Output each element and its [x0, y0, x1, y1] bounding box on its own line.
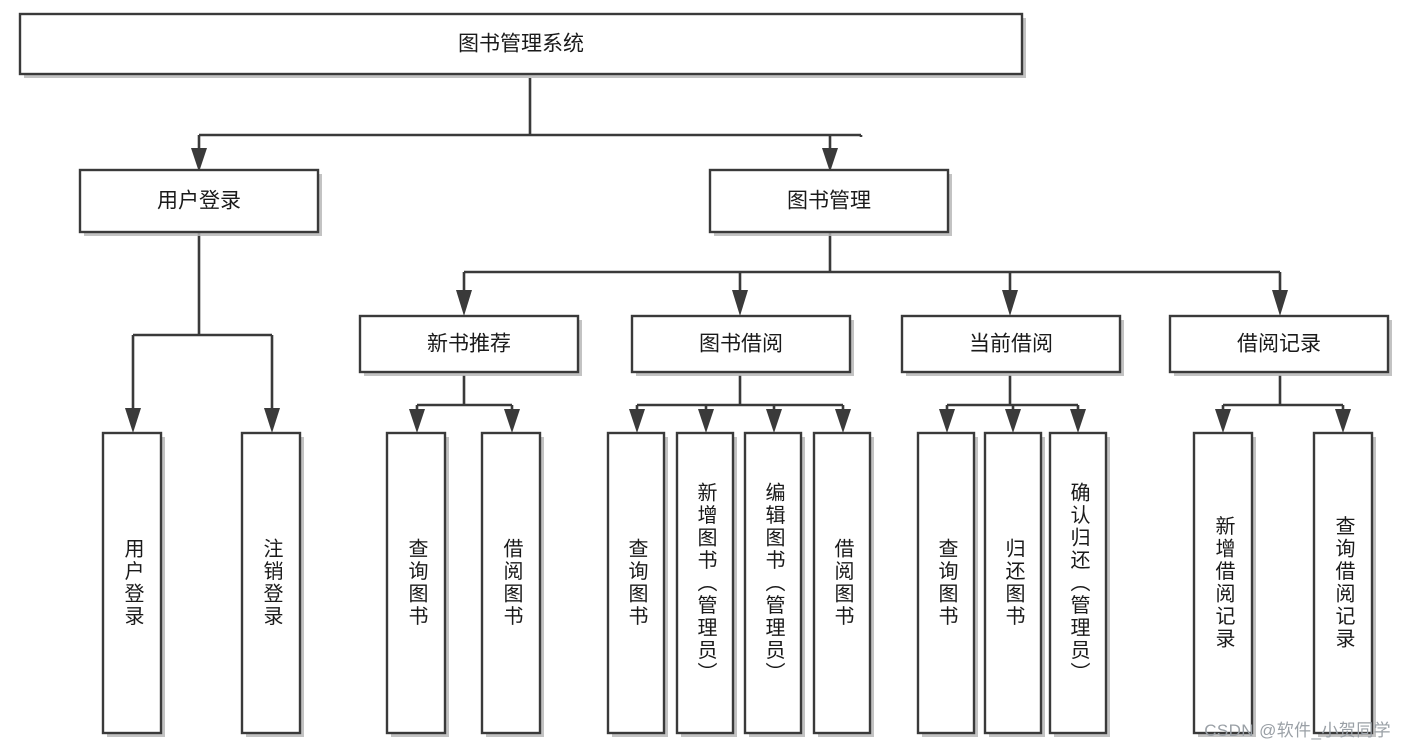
- leaf-edit-book-admin[interactable]: 编辑图书（管理员）: [743, 431, 805, 737]
- arrow-to-leaf-add-record: [1215, 409, 1231, 433]
- arrow-to-new-book-rec: [456, 290, 472, 316]
- node-label-user-login: 用户登录: [157, 190, 241, 213]
- node-box: [240, 431, 302, 735]
- leaf-confirm-return-admin[interactable]: 确认归还（管理员）: [1048, 431, 1110, 737]
- node-box: [78, 168, 320, 234]
- leaf-query-book-current[interactable]: 查询图书: [916, 431, 978, 737]
- arrow-to-leaf-query-book-a: [409, 409, 425, 433]
- leaf-return-book[interactable]: 归还图书: [983, 431, 1045, 737]
- leaf-label-query-book-recommend: 查询图书: [405, 538, 428, 628]
- arrow-to-current-borrow: [1002, 290, 1018, 316]
- leaf-label-borrow-book-borrow: 借阅图书: [831, 538, 854, 628]
- leaf-label-query-book-borrow: 查询图书: [625, 538, 648, 628]
- arrow-to-borrow-record: [1272, 290, 1288, 316]
- node-label-book-borrow: 图书借阅: [699, 333, 783, 356]
- node-borrow-record[interactable]: 借阅记录: [1168, 314, 1392, 376]
- leaf-label-add-book-admin: 新增图书（管理员）: [694, 481, 717, 684]
- node-box: [18, 12, 1024, 76]
- node-root-book-management-system[interactable]: 图书管理系统: [18, 12, 1026, 78]
- arrow-to-leaf-confirm-return: [1070, 409, 1086, 433]
- arrow-to-leaf-query-record: [1335, 409, 1351, 433]
- leaf-label-borrow-book-recommend: 借阅图书: [500, 538, 523, 628]
- node-box: [1192, 431, 1254, 735]
- node-label-root: 图书管理系统: [458, 33, 584, 56]
- arrow-to-user-login: [191, 148, 207, 172]
- leaf-label-add-borrow-record: 新增借阅记录: [1212, 515, 1235, 650]
- node-label-borrow-record: 借阅记录: [1237, 333, 1321, 356]
- leaf-borrow-book-recommend[interactable]: 借阅图书: [480, 431, 544, 737]
- arrow-to-leaf-return-book: [1005, 409, 1021, 433]
- node-box: [101, 431, 163, 735]
- leaf-label-confirm-return-admin: 确认归还（管理员）: [1067, 481, 1090, 684]
- leaf-label-query-borrow-record: 查询借阅记录: [1332, 515, 1355, 650]
- node-box: [630, 314, 852, 374]
- node-box: [708, 168, 950, 234]
- leaf-label-edit-book-admin: 编辑图书（管理员）: [762, 481, 785, 684]
- node-box: [358, 314, 580, 374]
- leaf-label-return-book: 归还图书: [1002, 538, 1025, 628]
- node-box: [1168, 314, 1390, 374]
- leaf-user-login[interactable]: 用户登录: [101, 431, 165, 737]
- leaf-query-book-borrow[interactable]: 查询图书: [606, 431, 668, 737]
- node-book-borrow[interactable]: 图书借阅: [630, 314, 854, 376]
- connector-layer: [125, 78, 1351, 433]
- node-box: [385, 431, 447, 735]
- node-box: [916, 431, 976, 735]
- node-box: [1048, 431, 1108, 735]
- node-box: [743, 431, 803, 735]
- node-label-current-borrow: 当前借阅: [969, 333, 1053, 356]
- leaf-add-borrow-record[interactable]: 新增借阅记录: [1192, 431, 1256, 737]
- node-book-management[interactable]: 图书管理: [708, 168, 952, 236]
- node-user-login[interactable]: 用户登录: [78, 168, 322, 236]
- node-box: [983, 431, 1043, 735]
- leaf-logout[interactable]: 注销登录: [240, 431, 304, 737]
- arrow-to-leaf-borrow-book-a: [504, 409, 520, 433]
- node-label-new-book-recommend: 新书推荐: [427, 333, 511, 356]
- leaf-borrow-book-borrow[interactable]: 借阅图书: [812, 431, 874, 737]
- arrow-to-leaf-borrow-book-b: [835, 409, 851, 433]
- arrow-to-leaf-logout: [264, 408, 280, 433]
- arrow-to-leaf-query-book-b: [629, 409, 645, 433]
- node-label-book-management: 图书管理: [787, 190, 871, 213]
- node-box: [606, 431, 666, 735]
- leaf-add-book-admin[interactable]: 新增图书（管理员）: [675, 431, 737, 737]
- arrow-to-leaf-user-login: [125, 408, 141, 433]
- leaf-query-book-recommend[interactable]: 查询图书: [385, 431, 449, 737]
- node-new-book-recommend[interactable]: 新书推荐: [358, 314, 582, 376]
- node-box: [900, 314, 1122, 374]
- leaf-label-logout: 注销登录: [260, 538, 283, 628]
- leaf-label-user-login: 用户登录: [121, 538, 144, 628]
- arrow-to-leaf-query-book-c: [939, 409, 955, 433]
- node-box: [1312, 431, 1374, 735]
- node-box: [812, 431, 872, 735]
- arrow-to-book-mgmt: [822, 148, 838, 172]
- arrow-to-leaf-edit-book: [766, 409, 782, 433]
- leaf-query-borrow-record[interactable]: 查询借阅记录: [1312, 431, 1376, 737]
- leaf-label-query-book-current: 查询图书: [935, 538, 958, 628]
- node-box: [675, 431, 735, 735]
- arrow-to-leaf-add-book: [698, 409, 714, 433]
- arrow-to-book-borrow: [732, 290, 748, 316]
- node-box: [480, 431, 542, 735]
- node-current-borrow[interactable]: 当前借阅: [900, 314, 1124, 376]
